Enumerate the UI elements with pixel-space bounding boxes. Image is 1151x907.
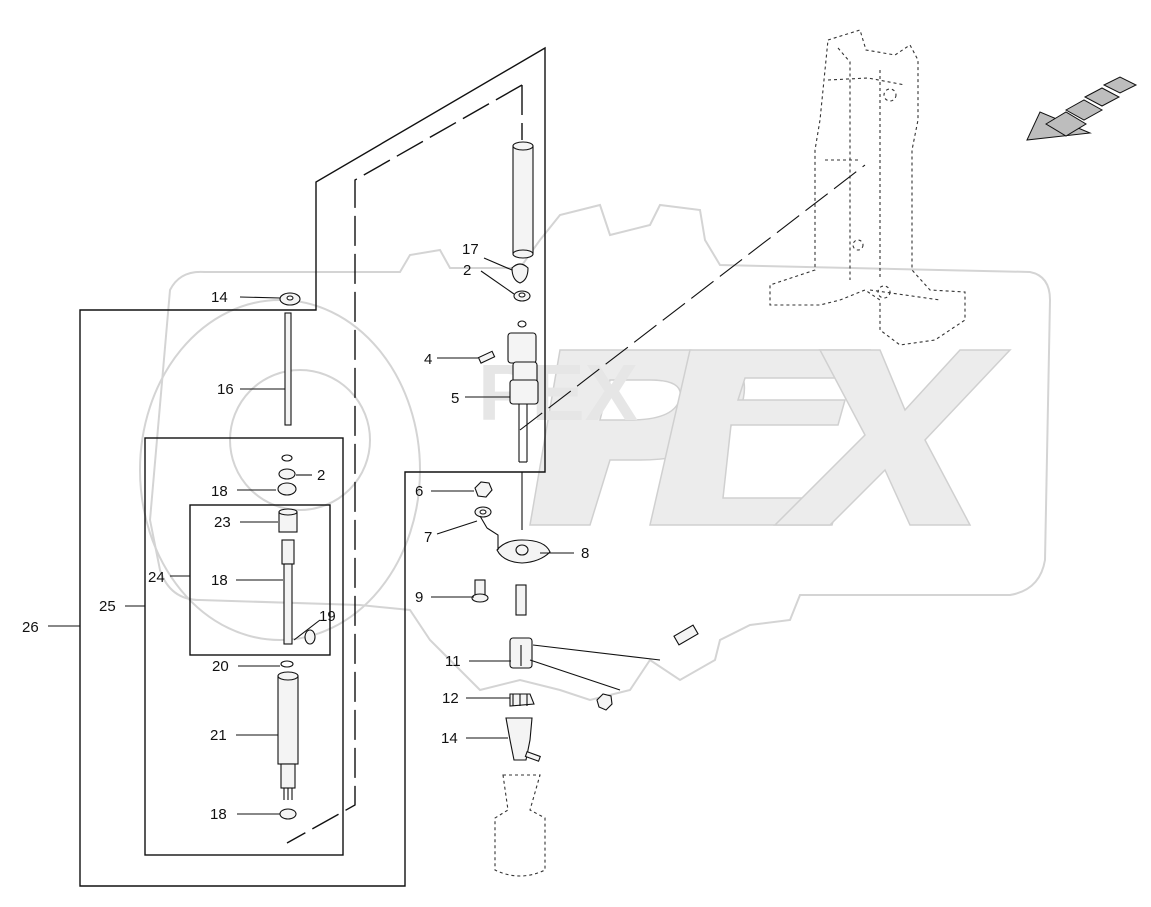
watermark: PEX	[139, 203, 1052, 702]
sleeve-part-23	[278, 508, 298, 533]
callout-9: 9	[415, 589, 423, 606]
leader-lines	[48, 257, 574, 815]
assembly-26-frame	[79, 46, 546, 887]
watermark-text: PEX	[478, 348, 638, 437]
bushing-part-2-lower	[278, 468, 296, 480]
callout-22: 21	[210, 727, 227, 744]
callout-18-upper: 17	[462, 241, 479, 258]
callout-5: 5	[451, 390, 459, 407]
callout-7: 7	[424, 529, 432, 546]
rod-part-17	[284, 312, 292, 426]
pin-part-4	[477, 350, 496, 364]
callout-14: 14	[441, 730, 458, 747]
bushing-part-2-upper	[513, 290, 531, 302]
upper-shaft	[512, 141, 534, 259]
pin-part-20	[304, 629, 316, 645]
callout-20: 19	[319, 608, 336, 625]
callout-25: 25	[99, 598, 116, 615]
universal-joint	[507, 332, 539, 463]
callout-16: 14	[211, 289, 228, 306]
assembly-25-frame	[144, 437, 344, 856]
assembly-path	[286, 84, 523, 844]
shaft-part-22	[277, 671, 299, 800]
callout-19: 18	[211, 572, 228, 589]
yoke-part-14	[505, 717, 541, 762]
callout-11: 11	[445, 653, 461, 670]
forward-arrow-icon	[1026, 76, 1138, 141]
yoke-part-11	[509, 637, 533, 669]
bolt-right	[673, 624, 699, 646]
callout-labels: 14 16 2 18 23 24 18 25 26 19 20 21 18 17…	[22, 241, 589, 823]
callout-23: 23	[214, 514, 231, 531]
valve-body-dotted	[494, 774, 546, 877]
callout-21: 20	[212, 658, 229, 675]
coupling-part-12	[509, 693, 535, 707]
callout-4: 4	[424, 351, 432, 368]
washer-part-7	[474, 506, 492, 518]
steering-column-housing	[769, 29, 966, 346]
nut-part-18-lower	[279, 808, 297, 820]
clip-part-18-upper	[511, 263, 529, 284]
callout-18-middle: 18	[211, 483, 228, 500]
callout-24: 24	[148, 569, 165, 586]
cap-part-16	[279, 292, 301, 306]
callout-6: 6	[415, 483, 423, 500]
callout-17: 16	[217, 381, 234, 398]
callout-2-lower: 2	[317, 467, 325, 484]
callout-18-lower: 18	[210, 806, 227, 823]
callout-2-upper: 2	[463, 262, 471, 279]
callout-26: 26	[22, 619, 39, 636]
assembly-24-frame	[189, 504, 331, 656]
lower-shaft-stub	[515, 584, 527, 616]
callout-8: 8	[581, 545, 589, 562]
ring-part-21	[280, 660, 294, 668]
flange-part-8	[496, 539, 551, 564]
nut-right	[596, 693, 613, 711]
shaft-part-19	[281, 539, 295, 645]
nut-part-18-middle	[277, 482, 297, 496]
nut-part-6	[474, 481, 493, 498]
bolt-part-9	[471, 579, 489, 603]
callout-12: 12	[442, 690, 459, 707]
